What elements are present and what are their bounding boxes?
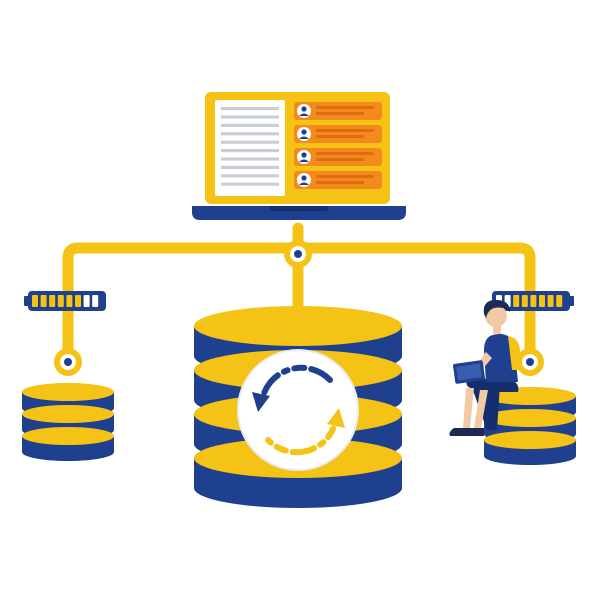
- profile-line: [316, 158, 364, 161]
- laptop-base: [192, 206, 406, 220]
- sync-arrowhead-top: [252, 392, 270, 412]
- document-line: [221, 107, 279, 111]
- battery-cell: [75, 295, 81, 307]
- node-center-dot: [64, 358, 72, 366]
- profile-list: [294, 102, 382, 189]
- database-layer: [22, 427, 114, 461]
- sync-arrow-top: [259, 364, 333, 403]
- battery-cell: [66, 295, 73, 307]
- laptop-hinge: [270, 206, 328, 211]
- document-line: [221, 174, 279, 178]
- profile-line: [316, 106, 374, 109]
- person-hair: [483, 300, 510, 318]
- person-accent: [508, 336, 520, 370]
- person-shin-2: [474, 390, 488, 428]
- sync-badge: [237, 349, 359, 471]
- battery-cell: [530, 295, 537, 307]
- person-neck: [493, 324, 501, 334]
- database-right: [484, 387, 576, 465]
- profile-row: [294, 171, 382, 189]
- sync-arrowhead-bottom: [327, 408, 345, 428]
- person-shin: [463, 388, 474, 428]
- database-layer: [484, 431, 576, 465]
- profile-line: [316, 129, 374, 132]
- profile-row: [294, 102, 382, 120]
- database-left: [22, 383, 114, 461]
- profile-row: [294, 148, 382, 166]
- document-line: [221, 115, 279, 119]
- profile-row: [294, 125, 382, 143]
- battery-cell: [513, 295, 520, 307]
- laptop-screen: [192, 92, 406, 220]
- battery-cell: [521, 295, 528, 307]
- document-line: [221, 123, 279, 127]
- document-line: [221, 149, 279, 153]
- profile-line: [316, 152, 374, 155]
- person-shoe-2: [461, 428, 484, 436]
- document-line: [221, 140, 279, 144]
- document-line: [221, 165, 279, 169]
- battery-cell: [57, 295, 64, 307]
- profile-line: [316, 175, 374, 178]
- battery-cell: [49, 295, 56, 307]
- battery-cell: [547, 295, 554, 307]
- document-lines: [221, 107, 279, 186]
- node-center-dot: [526, 358, 534, 366]
- battery-cell: [556, 295, 563, 307]
- battery-cell: [92, 295, 99, 307]
- profile-line: [316, 181, 364, 184]
- person-laptop-screen: [456, 363, 482, 381]
- battery-cell: [83, 295, 90, 307]
- document-line: [221, 182, 279, 186]
- node-center-dot: [294, 250, 302, 258]
- battery-cell: [40, 295, 47, 307]
- battery-cell: [32, 295, 38, 307]
- document-panel: [215, 100, 285, 196]
- battery-cell: [539, 295, 545, 307]
- sync-arrow-bottom: [265, 417, 339, 456]
- battery-indicator-left: [24, 291, 106, 311]
- person-head: [485, 305, 507, 327]
- document-line: [221, 132, 279, 136]
- profile-line: [316, 112, 364, 115]
- person-with-laptop: [449, 300, 520, 436]
- document-line: [221, 157, 279, 161]
- profile-line: [316, 135, 364, 138]
